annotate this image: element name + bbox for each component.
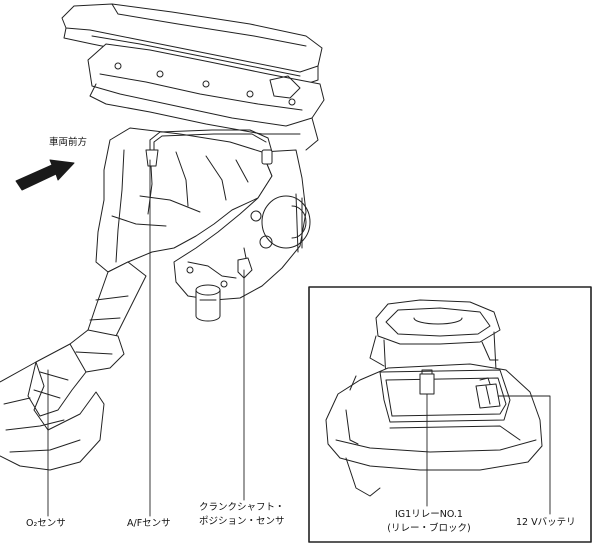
- relay-block: [419, 373, 435, 395]
- crankshaft-sensor-label-line1: クランクシャフト・: [199, 502, 285, 513]
- battery-leader: [497, 395, 551, 515]
- ig1-relay-label-line1: IG1リレーNO.1: [395, 509, 463, 520]
- oil-filter: [195, 284, 221, 322]
- car-rear-illustration: [325, 299, 551, 515]
- vehicle-front-arrow: [15, 159, 75, 191]
- o2-sensor-label: O₂センサ: [26, 518, 66, 529]
- af-sensor-harness: [145, 129, 273, 167]
- crankshaft-sensor-label-line2: ポジション・センサ: [199, 516, 285, 527]
- cylinder-head: [87, 43, 325, 151]
- battery: [475, 377, 501, 409]
- battery-12v-label: 12 Vバッテリ: [516, 517, 576, 528]
- vehicle-front-label: 車両前方: [49, 137, 88, 148]
- exhaust-manifold: [95, 127, 273, 273]
- ig1-relay-label-line2: (リレー・ブロック): [387, 523, 471, 534]
- crankshaft-position-sensor: [237, 247, 253, 279]
- exhaust-pipe: [0, 261, 147, 471]
- af-sensor-label: A/Fセンサ: [127, 518, 171, 529]
